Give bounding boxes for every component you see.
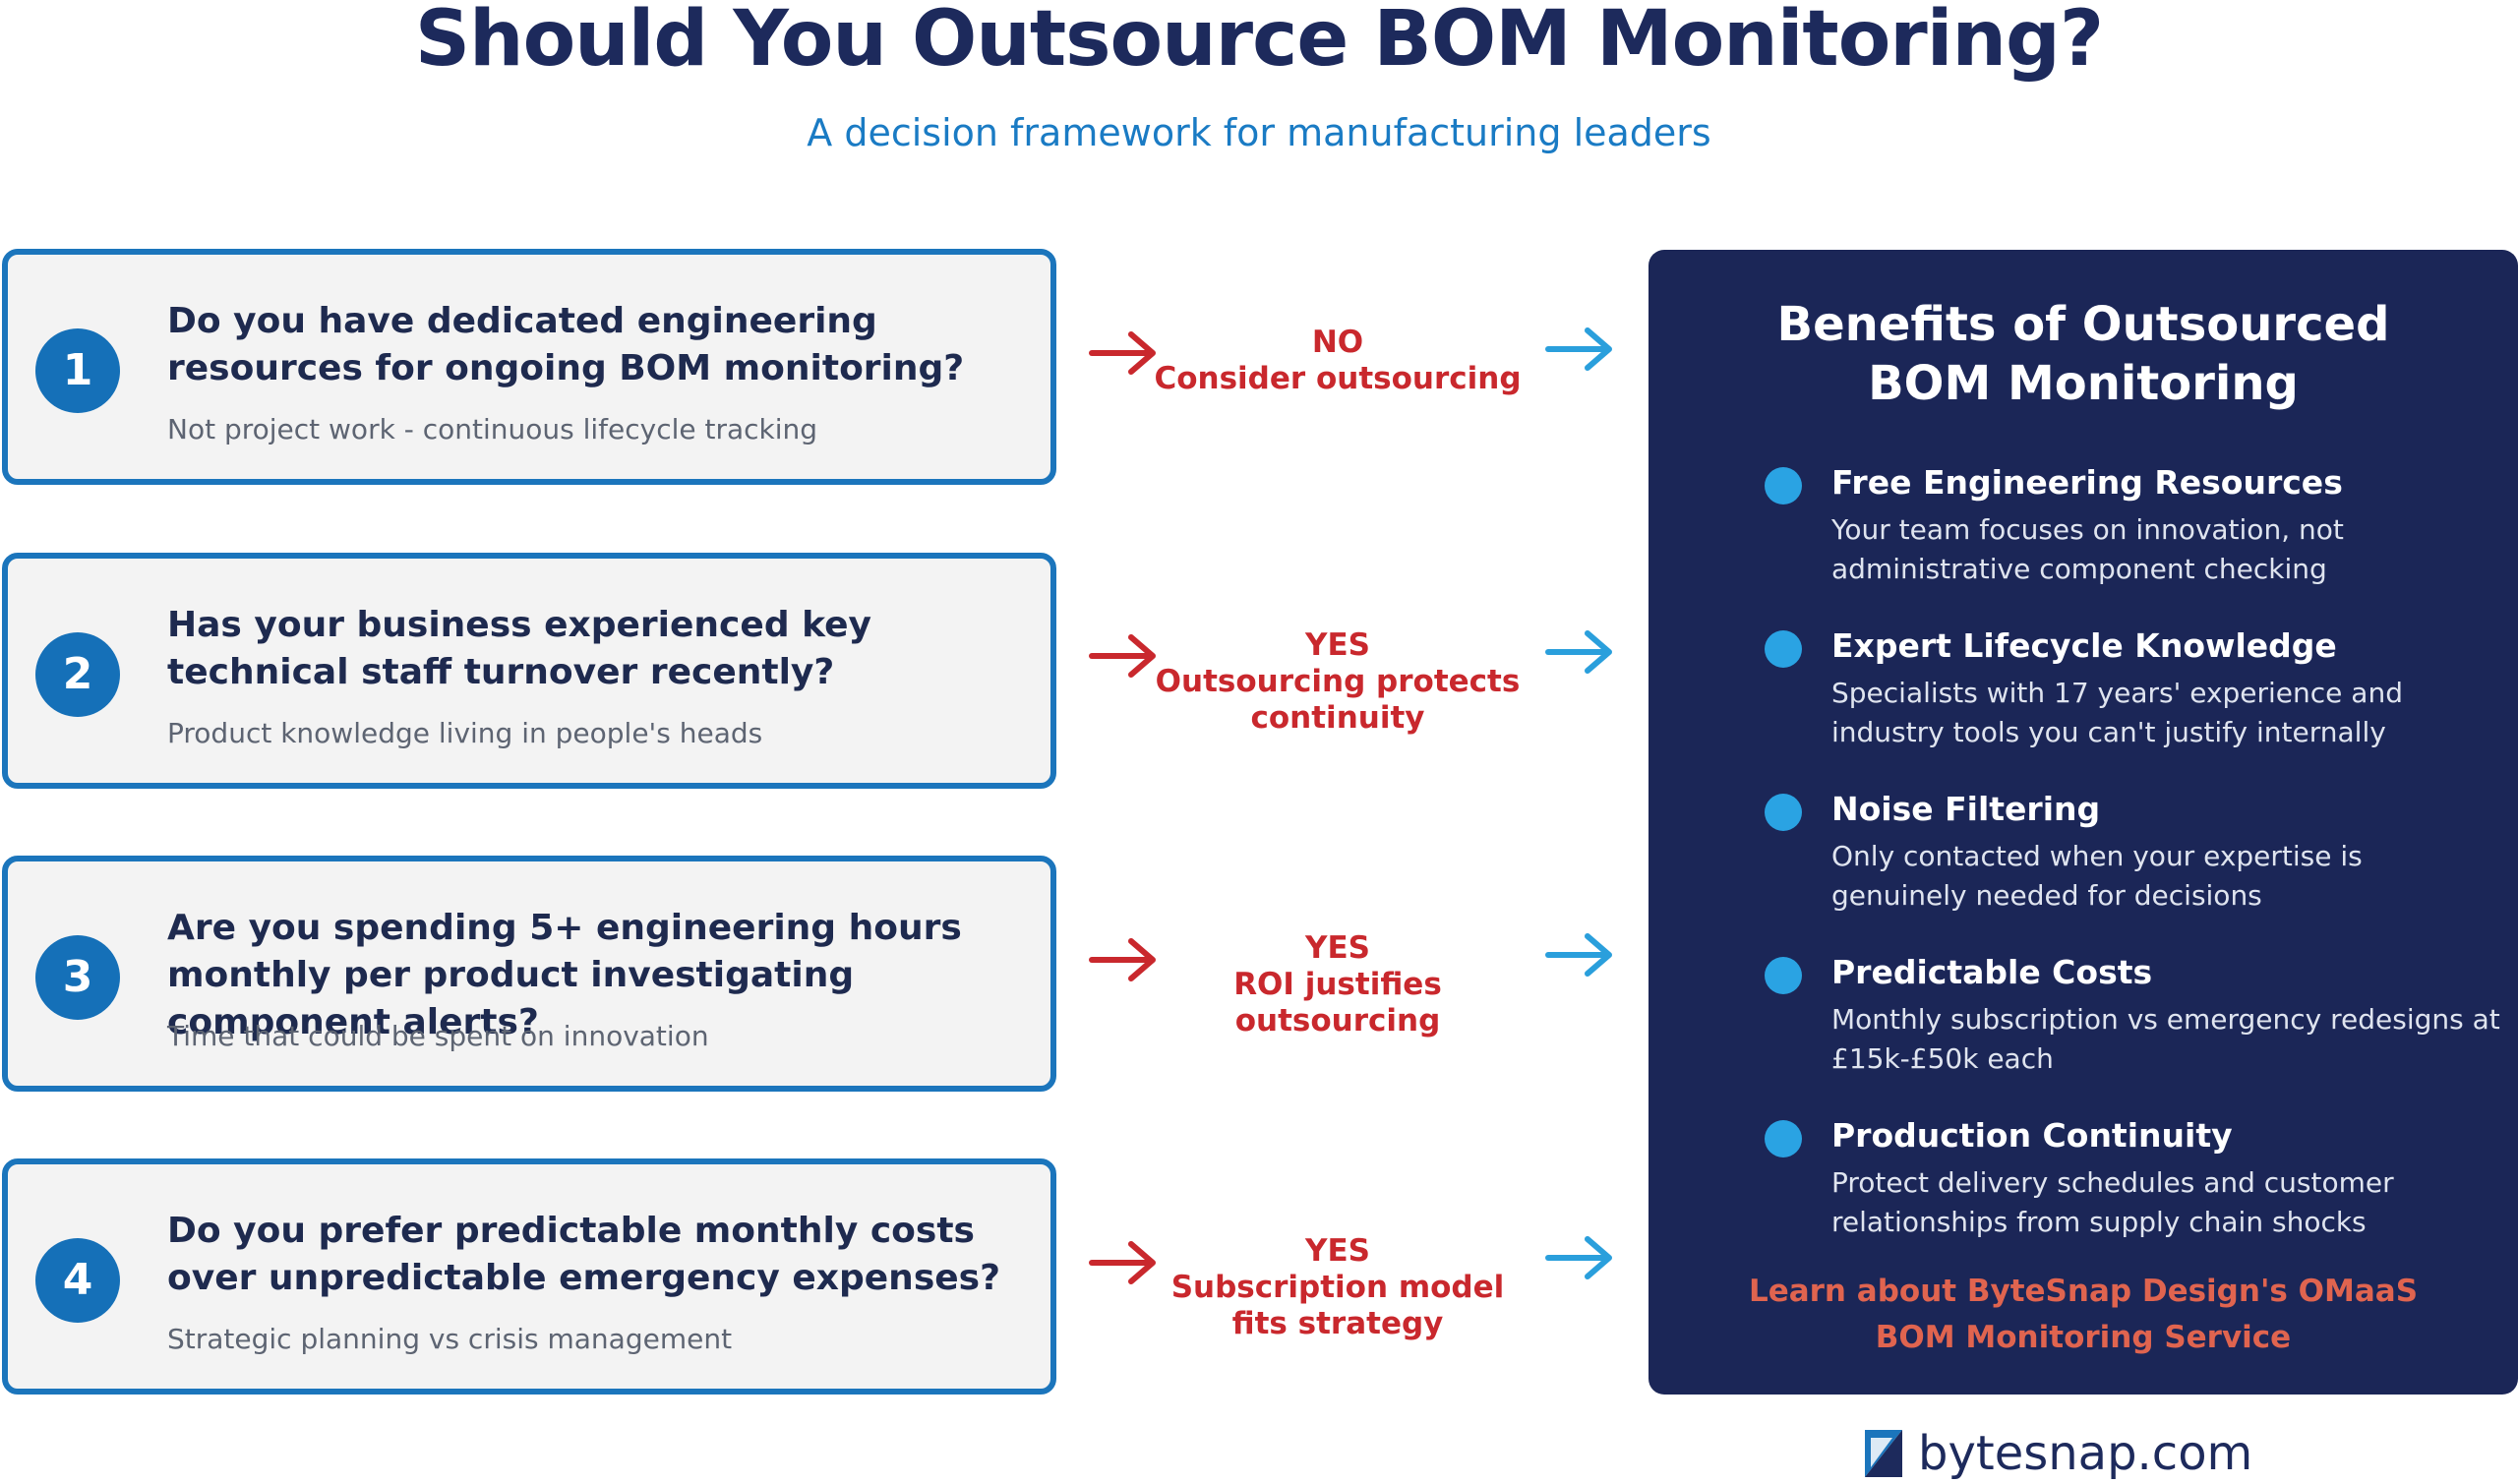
verdict-text: YES Outsourcing protects continuity xyxy=(1155,627,1521,736)
question-number-badge: 2 xyxy=(35,632,120,717)
benefits-panel-title: Benefits of Outsourced BOM Monitoring xyxy=(1776,297,2390,411)
question-number-badge: 4 xyxy=(35,1238,120,1323)
circle-dot-icon xyxy=(1765,467,1802,505)
benefit-heading: Free Engineering Resources xyxy=(1831,463,2343,502)
question-note: Product knowledge living in people's hea… xyxy=(167,717,763,749)
verdict-text: YES ROI justifies outsourcing xyxy=(1233,930,1442,1039)
circle-dot-icon xyxy=(1765,794,1802,831)
benefit-description: Only contacted when your expertise is ge… xyxy=(1831,840,2363,912)
question-text: Has your business experienced key techni… xyxy=(167,605,871,692)
logo-text: bytesnap.com xyxy=(1918,1426,2253,1481)
arrow-right-icon xyxy=(1089,1241,1156,1284)
benefit-heading: Predictable Costs xyxy=(1831,953,2153,991)
question-text: Are you spending 5+ engineering hours mo… xyxy=(167,908,962,1042)
arrow-right-icon xyxy=(1089,634,1156,678)
verdict-text: NO Consider outsourcing xyxy=(1154,325,1522,396)
bytesnap-logo[interactable]: bytesnap.com xyxy=(1863,1424,2252,1483)
benefit-description: Specialists with 17 years' experience an… xyxy=(1831,677,2403,748)
benefit-heading: Noise Filtering xyxy=(1831,790,2101,828)
circle-dot-icon xyxy=(1765,957,1802,994)
question-card-3: 3 Are you spending 5+ engineering hours … xyxy=(2,856,1056,1092)
question-note: Strategic planning vs crisis management xyxy=(167,1323,733,1355)
page-subtitle: A decision framework for manufacturing l… xyxy=(807,111,1711,154)
benefit-description: Your team focuses on innovation, not adm… xyxy=(1831,513,2344,585)
question-note: Time that could be spent on innovation xyxy=(167,1020,709,1052)
benefit-description: Protect delivery schedules and customer … xyxy=(1831,1166,2394,1238)
arrow-right-icon xyxy=(1545,630,1612,674)
bytesnap-logo-icon xyxy=(1865,1430,1902,1477)
question-card-2: 2 Has your business experienced key tech… xyxy=(2,553,1056,789)
question-text: Do you have dedicated engineering resour… xyxy=(167,301,965,388)
omaas-service-link[interactable]: Learn about ByteSnap Design's OMaaS BOM … xyxy=(1748,1274,2419,1355)
benefit-description: Monthly subscription vs emergency redesi… xyxy=(1831,1003,2500,1075)
arrow-right-icon xyxy=(1545,933,1612,977)
arrow-right-icon xyxy=(1089,331,1156,375)
page-title: Should You Outsource BOM Monitoring? xyxy=(414,0,2104,84)
benefits-panel: Benefits of Outsourced BOM Monitoring Fr… xyxy=(1649,250,2518,1395)
circle-dot-icon xyxy=(1765,1120,1802,1158)
question-number-badge: 1 xyxy=(35,328,120,413)
arrow-right-icon xyxy=(1545,1236,1612,1279)
question-card-4: 4 Do you prefer predictable monthly cost… xyxy=(2,1158,1056,1395)
question-note: Not project work - continuous lifecycle … xyxy=(167,413,818,445)
arrow-right-icon xyxy=(1089,938,1156,981)
verdict-text: YES Subscription model fits strategy xyxy=(1170,1233,1505,1341)
arrow-right-icon xyxy=(1545,327,1612,371)
benefit-heading: Expert Lifecycle Knowledge xyxy=(1831,626,2337,665)
benefit-heading: Production Continuity xyxy=(1831,1116,2233,1155)
circle-dot-icon xyxy=(1765,630,1802,668)
question-card-1: 1 Do you have dedicated engineering reso… xyxy=(2,249,1056,485)
question-text: Do you prefer predictable monthly costs … xyxy=(167,1211,1000,1298)
question-number-badge: 3 xyxy=(35,935,120,1020)
